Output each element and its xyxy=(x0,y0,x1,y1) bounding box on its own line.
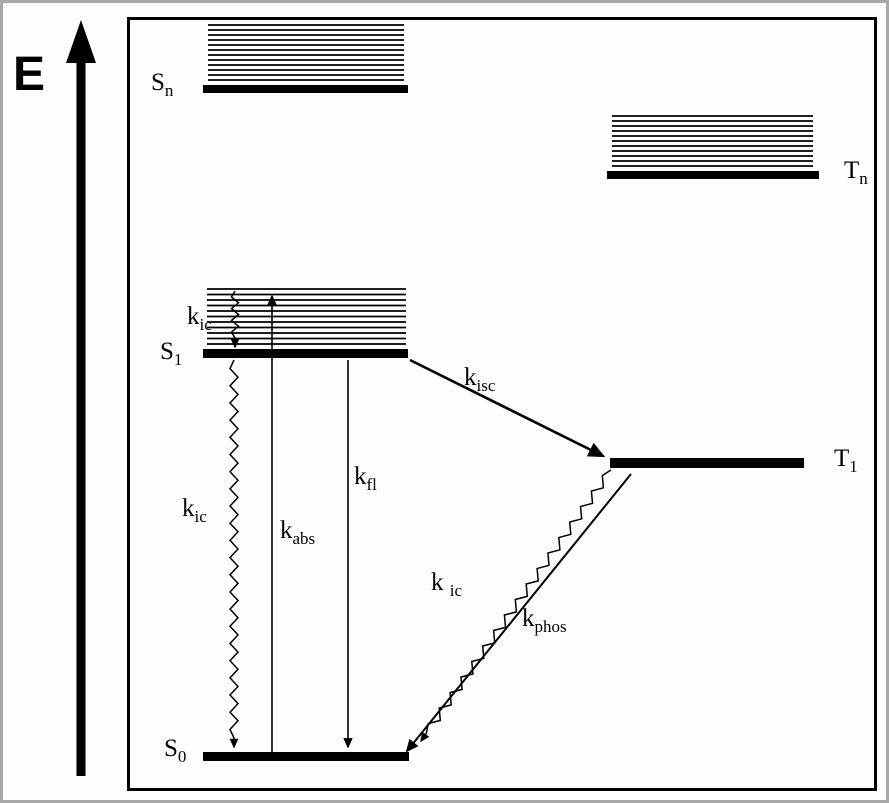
transition-label-kic-vibrational: kic xyxy=(187,303,212,334)
transition-label-kabs: kabs xyxy=(280,517,316,548)
diagram-graphics xyxy=(66,20,819,776)
s1-vibrational-levels xyxy=(207,288,406,345)
energy-axis-arrow xyxy=(66,20,96,776)
level-label-tn: Tn xyxy=(844,157,868,188)
transition-label-kphos: kphos xyxy=(522,605,567,636)
energy-axis-label: E xyxy=(13,48,46,101)
tn-level-bar xyxy=(607,171,819,179)
level-label-s1: S1 xyxy=(160,338,183,369)
s0-level-bar xyxy=(203,752,409,761)
transition-label-kfl: kfl xyxy=(354,463,377,494)
diagram-border-box xyxy=(127,17,877,791)
level-label-t1: T1 xyxy=(834,445,858,476)
level-label-s0: S0 xyxy=(164,735,187,766)
internal-conversion-t1-s0-arrow xyxy=(420,469,612,743)
phosphorescence-arrow xyxy=(405,473,632,753)
transition-label-kic-t1-s0: k ic xyxy=(431,569,463,600)
s1-level-bar xyxy=(203,349,408,358)
internal-conversion-s1-s0-arrow xyxy=(228,359,240,749)
t1-level-bar xyxy=(610,458,804,468)
transition-label-kic-s1-s0: kic xyxy=(182,495,207,526)
transition-label-kisc: kisc xyxy=(464,364,496,395)
intersystem-crossing-arrow xyxy=(409,358,606,458)
internal-conversion-vibrational-arrow xyxy=(230,290,240,349)
sn-vibrational-levels xyxy=(208,24,404,81)
sn-level-bar xyxy=(203,85,408,93)
tn-vibrational-levels xyxy=(612,115,813,167)
level-label-sn: Sn xyxy=(151,69,174,100)
